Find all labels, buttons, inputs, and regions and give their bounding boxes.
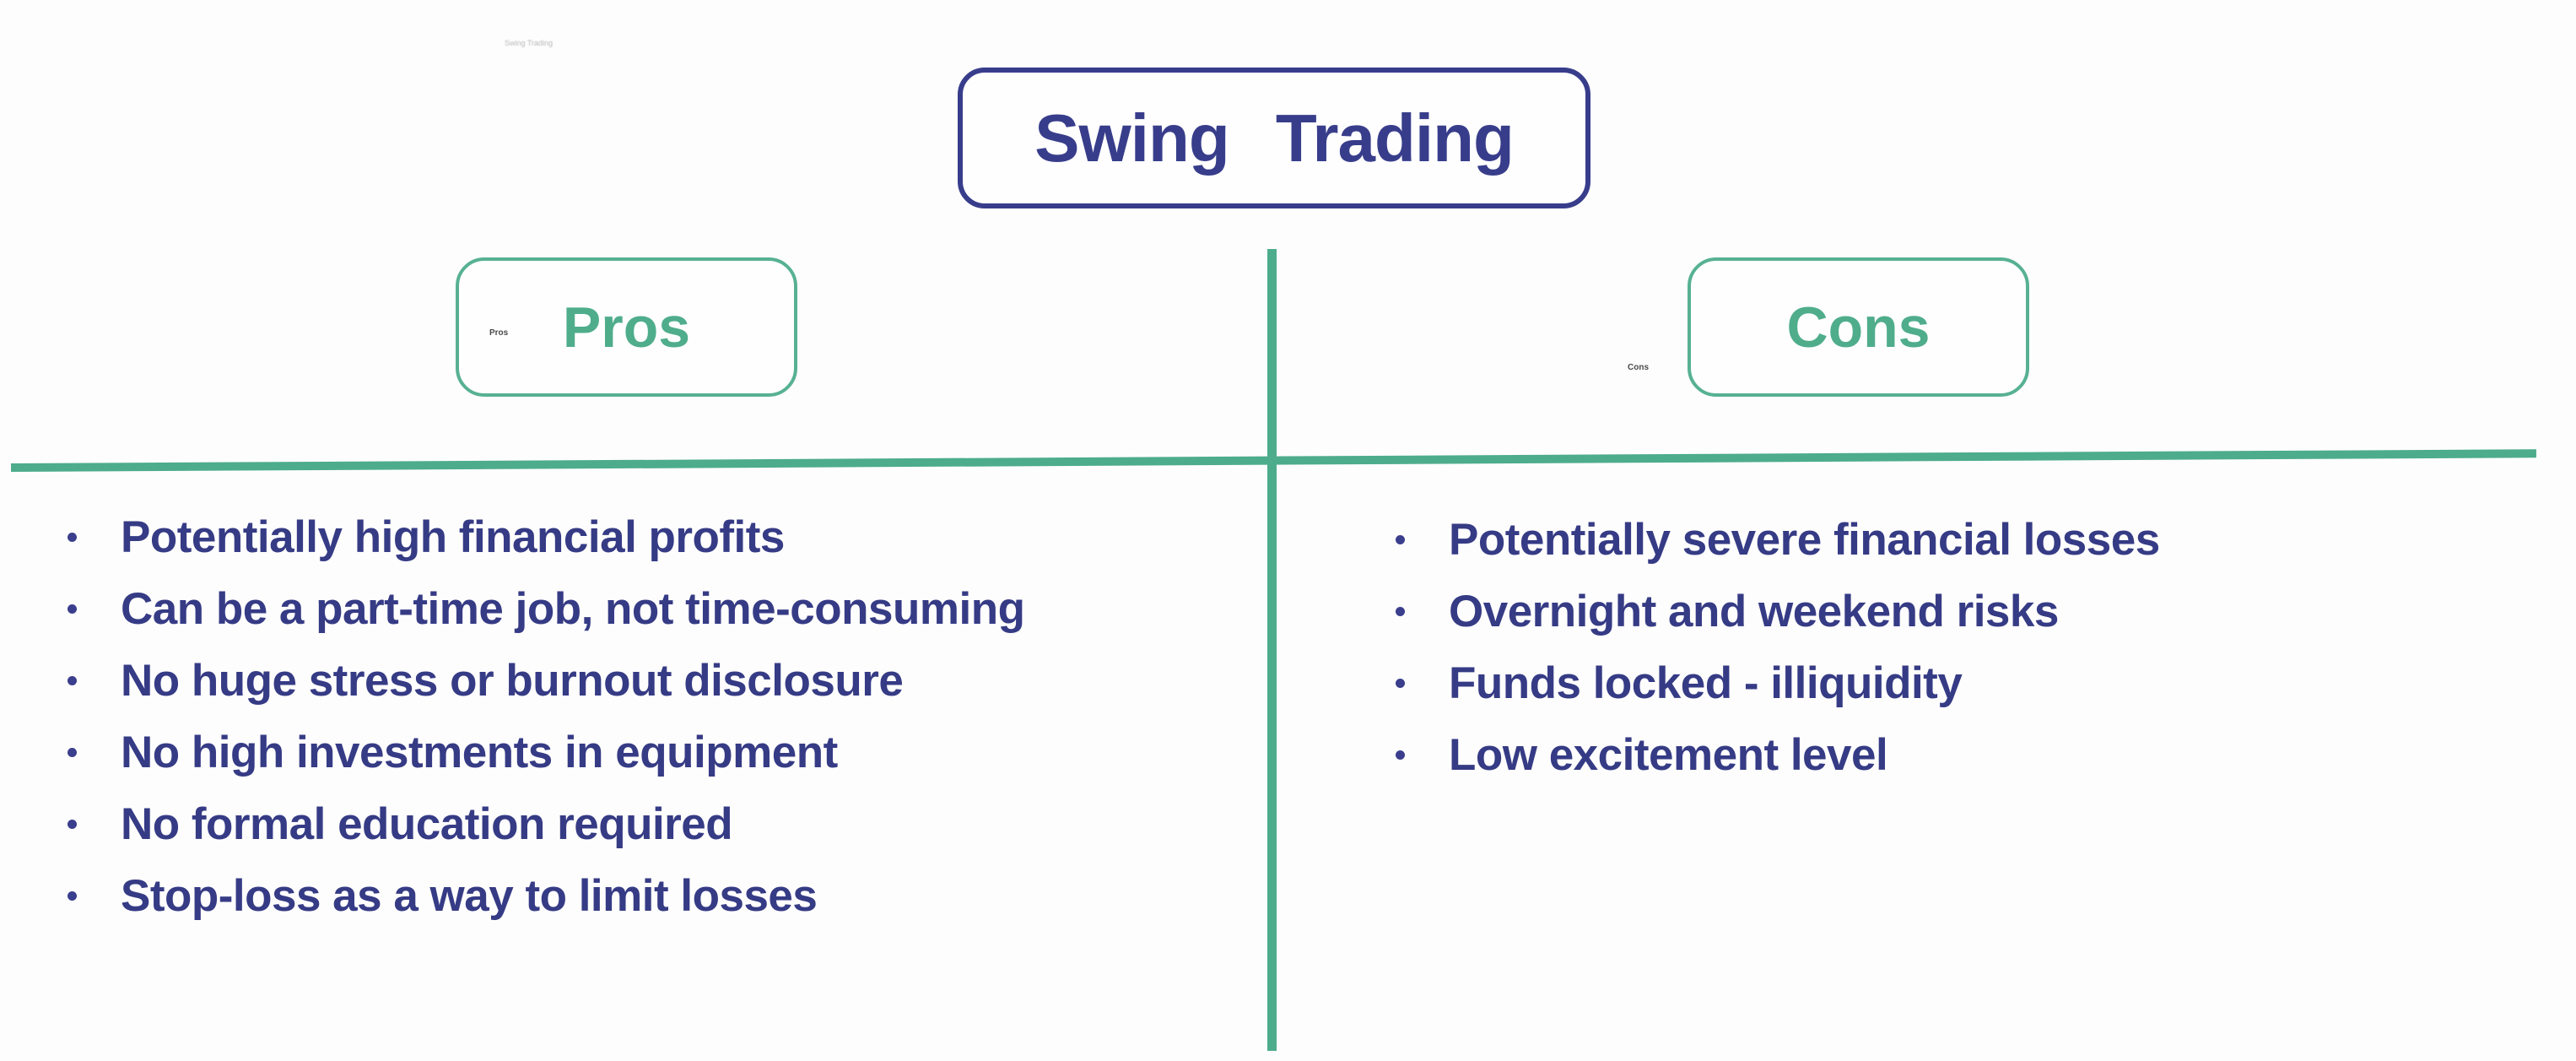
bullet-dot-icon <box>1396 679 1405 688</box>
bullet-dot-icon <box>68 676 77 685</box>
cons-ghost-text: Cons <box>1628 363 1649 372</box>
pros-item-label: No formal education required <box>121 799 733 849</box>
pros-item-label: No high investments in equipment <box>121 728 838 777</box>
list-item: Potentially high financial profits <box>68 501 1024 573</box>
title-ghost-text: Swing Trading <box>505 39 554 47</box>
bullet-dot-icon <box>68 604 77 614</box>
cons-item-label: Funds locked - illiquidity <box>1449 658 1963 708</box>
bullet-dot-icon <box>68 820 77 829</box>
bullet-dot-icon <box>1396 750 1405 760</box>
bullet-dot-icon <box>68 891 77 901</box>
cons-list: Potentially severe financial losses Over… <box>1396 504 2160 791</box>
bullet-dot-icon <box>1396 607 1405 616</box>
list-item: Low excitement level <box>1396 719 2160 791</box>
cons-header-box: Cons <box>1688 257 2029 397</box>
list-item: Potentially severe financial losses <box>1396 504 2160 576</box>
pros-header-box: Pros <box>456 257 797 397</box>
bullet-dot-icon <box>68 533 77 542</box>
pros-list: Potentially high financial profits Can b… <box>68 501 1025 932</box>
title-box: Swing Trading <box>958 68 1590 208</box>
pros-ghost-text: Pros <box>489 328 509 338</box>
list-item: Can be a part-time job, not time-consumi… <box>68 573 1025 645</box>
cons-item-label: Overnight and weekend risks <box>1449 587 2059 636</box>
bullet-dot-icon <box>1396 535 1405 544</box>
pros-item-label: No huge stress or burnout disclosure <box>121 656 904 706</box>
cons-heading: Cons <box>1786 295 1931 360</box>
page-title: Swing Trading <box>1034 100 1515 176</box>
list-item: Overnight and weekend risks <box>1396 576 2160 647</box>
pros-item-label: Can be a part-time job, not time-consumi… <box>121 584 1025 634</box>
list-item: No formal education required <box>68 788 1024 860</box>
vertical-divider-line <box>1267 249 1277 1051</box>
list-item: Funds locked - illiquidity <box>1396 647 2160 719</box>
list-item: No huge stress or burnout disclosure <box>68 645 1024 717</box>
list-item: No high investments in equipment <box>68 717 1024 788</box>
cons-item-label: Low excitement level <box>1449 730 1888 780</box>
list-item: Stop-loss as a way to limit losses <box>68 860 1024 932</box>
pros-heading: Pros <box>562 295 691 360</box>
bullet-dot-icon <box>68 748 77 757</box>
cons-item-label: Potentially severe financial losses <box>1449 515 2160 565</box>
pros-item-label: Stop-loss as a way to limit losses <box>121 871 818 921</box>
pros-item-label: Potentially high financial profits <box>121 512 785 562</box>
